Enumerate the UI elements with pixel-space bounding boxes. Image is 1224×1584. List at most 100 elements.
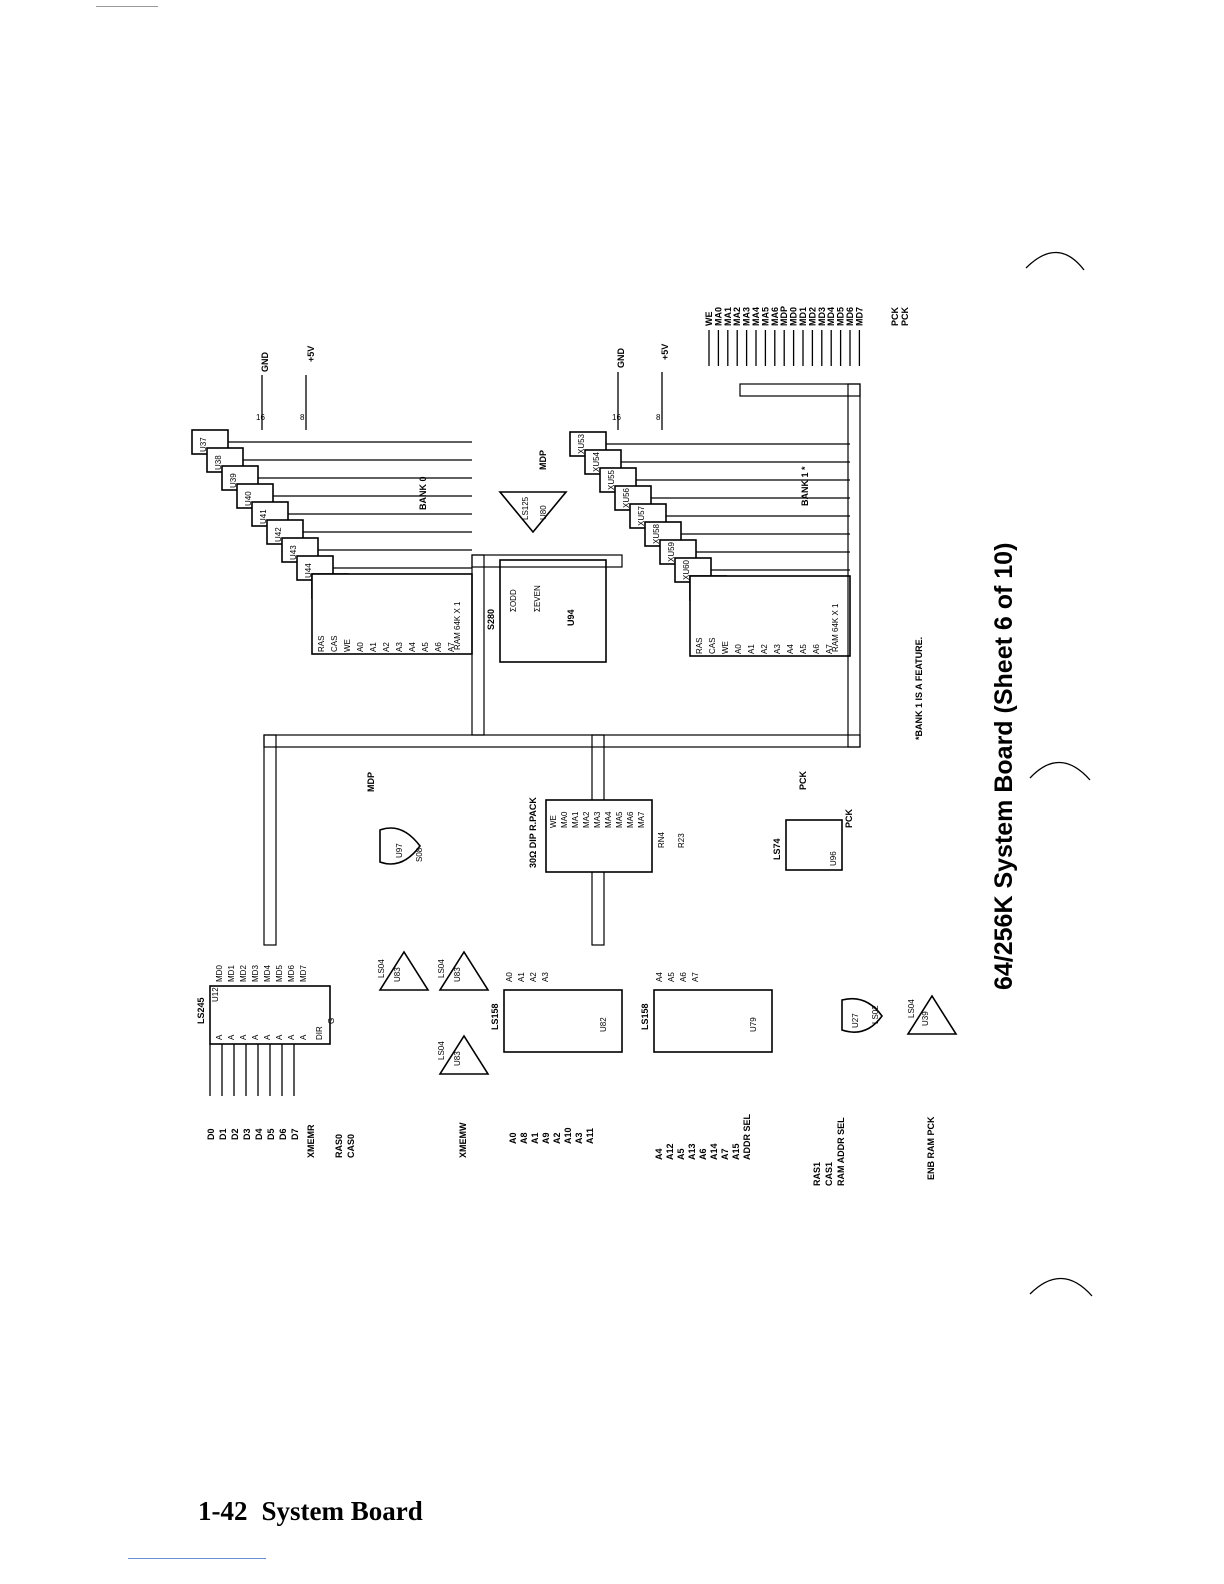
bank0-vcc-label: +5V <box>306 346 316 362</box>
ram-chip-label-XU56: XU56 <box>622 487 631 508</box>
u82-out-A2: A2 <box>529 972 538 982</box>
u96-chip-label: U96 <box>829 851 838 866</box>
u83a-label: U83 <box>393 967 402 982</box>
ram-pin-bank1-A2: A2 <box>760 644 769 654</box>
u79-out-A4: A4 <box>655 972 664 982</box>
u12-pin-a-2: A <box>239 1034 248 1040</box>
left-addr-b-0: A4 <box>654 1148 664 1160</box>
rpack-body <box>545 799 653 873</box>
ram-chip-body-XU61 <box>689 575 851 657</box>
left-addr-b-4: A6 <box>698 1148 708 1160</box>
left-addr-a-A1: A1 <box>530 1132 540 1144</box>
bottom-rule <box>128 1558 266 1559</box>
rpack-out-MA5: MA5 <box>615 811 624 828</box>
page-footer: 1-42 System Board <box>198 1496 437 1527</box>
u83-inverter-b <box>438 950 490 991</box>
right-clock-0: PCK <box>890 306 900 326</box>
ram-chip-label-U42: U42 <box>274 527 283 542</box>
left-addr-a-A3: A3 <box>574 1132 584 1144</box>
u83-inverter-c <box>438 1034 490 1075</box>
ram-pin-bank0-A3: A3 <box>395 642 404 652</box>
u83a-type: LS04 <box>377 959 386 978</box>
u12-out-MD0: MD0 <box>215 965 224 982</box>
u12-chip <box>209 985 331 1045</box>
right-sig-10: MD1 <box>798 307 808 326</box>
u12-out-MD3: MD3 <box>251 965 260 982</box>
left-data-D1: D1 <box>218 1128 228 1140</box>
left-addr-a-A11: A11 <box>585 1128 595 1144</box>
ram-chip-label-U41: U41 <box>259 509 268 524</box>
ram-chip-label-XU57: XU57 <box>637 505 646 526</box>
u12-out-MD6: MD6 <box>287 965 296 982</box>
ram-pin-bank1-WE: WE <box>721 641 730 654</box>
right-sig-7: MA6 <box>770 307 780 326</box>
ram-pin-bank1-A6: A6 <box>812 644 821 654</box>
u12-pin-a-0: A <box>215 1034 224 1040</box>
rpack-label: 30Ω DIP R.PACK <box>528 797 538 868</box>
u27-type: LS02 <box>871 1005 880 1024</box>
rpack-out-MA4: MA4 <box>604 811 613 828</box>
ram-pin-bank1-A0: A0 <box>734 644 743 654</box>
left-addr-b-1: A12 <box>665 1143 675 1160</box>
rpack-out-MA7: MA7 <box>637 811 646 828</box>
left-bank1-ctrl-1: CAS1 <box>824 1162 834 1186</box>
ram-pin-bank1-A5: A5 <box>799 644 808 654</box>
u12-out-MD5: MD5 <box>275 965 284 982</box>
u79-out-A7: A7 <box>691 972 700 982</box>
right-clock-1: PCK <box>900 306 910 326</box>
right-sig-13: MD4 <box>826 307 836 326</box>
left-addr-a-A2: A2 <box>552 1132 562 1144</box>
u12-dir: DIR <box>315 1026 324 1040</box>
ram-pin-bank0-A5: A5 <box>421 642 430 652</box>
u82-out-A0: A0 <box>505 972 514 982</box>
footer-section: System Board <box>261 1496 423 1526</box>
bank1-vcc-pin: 8 <box>656 413 661 422</box>
curl-mark-top <box>1025 251 1085 271</box>
ram-pin-bank0-A4: A4 <box>408 642 417 652</box>
left-bank1-ctrl-0: RAS1 <box>812 1162 822 1186</box>
ram-chip-label-XU58: XU58 <box>652 523 661 544</box>
u97-and-gate <box>379 827 422 865</box>
rpack-rn: RN4 <box>657 831 666 848</box>
u80-chip: U80 <box>539 505 548 520</box>
u27-chip: U27 <box>851 1013 860 1028</box>
ram-chip-label-XU53: XU53 <box>577 433 586 454</box>
ram-pin-bank0-A7: A7 <box>447 642 456 652</box>
sheet-title: 64/256K System Board (Sheet 6 of 10) <box>990 543 1018 990</box>
ram-part-bank1: RAM 64K X 1 <box>831 603 840 652</box>
ram-pin-bank0-A6: A6 <box>434 642 443 652</box>
u12-out-MD1: MD1 <box>227 965 236 982</box>
right-sig-8: MDP <box>779 306 789 326</box>
ram-chip-label-U37: U37 <box>199 437 208 452</box>
ram-pin-bank0-RAS: RAS <box>317 636 326 652</box>
left-addr-b-7: A15 <box>731 1143 741 1160</box>
left-addr-a-A8: A8 <box>519 1132 529 1144</box>
u97-type: S08 <box>415 847 424 862</box>
u80-signal: MDP <box>538 450 548 470</box>
u97-chip: U97 <box>395 843 404 858</box>
right-sig-16: MD7 <box>854 307 864 326</box>
left-data-D7: D7 <box>290 1128 300 1140</box>
rpack-out-MA2: MA2 <box>582 811 591 828</box>
u96-pck-bar-out: PCK <box>844 808 854 828</box>
u39-type: LS04 <box>907 999 916 1018</box>
right-sig-3: MA2 <box>732 307 742 326</box>
left-ctrl-RAS0: RAS0 <box>334 1134 344 1158</box>
bus-right-riser <box>847 383 861 748</box>
bank0-vcc-pin: 8 <box>300 413 305 422</box>
u27-nor-gate <box>841 997 883 1033</box>
bus-parity-top <box>471 554 623 568</box>
bus-right-top <box>739 383 861 397</box>
page-number: 1-42 <box>198 1496 248 1526</box>
ram-chip-label-U44: U44 <box>304 563 313 578</box>
u80-buffer <box>498 491 568 534</box>
left-data-D2: D2 <box>230 1128 240 1140</box>
ram-chip-label-XU55: XU55 <box>607 469 616 490</box>
right-sig-9: MD0 <box>789 307 799 326</box>
u79-out-A5: A5 <box>667 972 676 982</box>
u12-out-MD4: MD4 <box>263 965 272 982</box>
u83-inverter-a <box>378 950 430 991</box>
u94-odd-out: ΣODD <box>509 589 518 612</box>
